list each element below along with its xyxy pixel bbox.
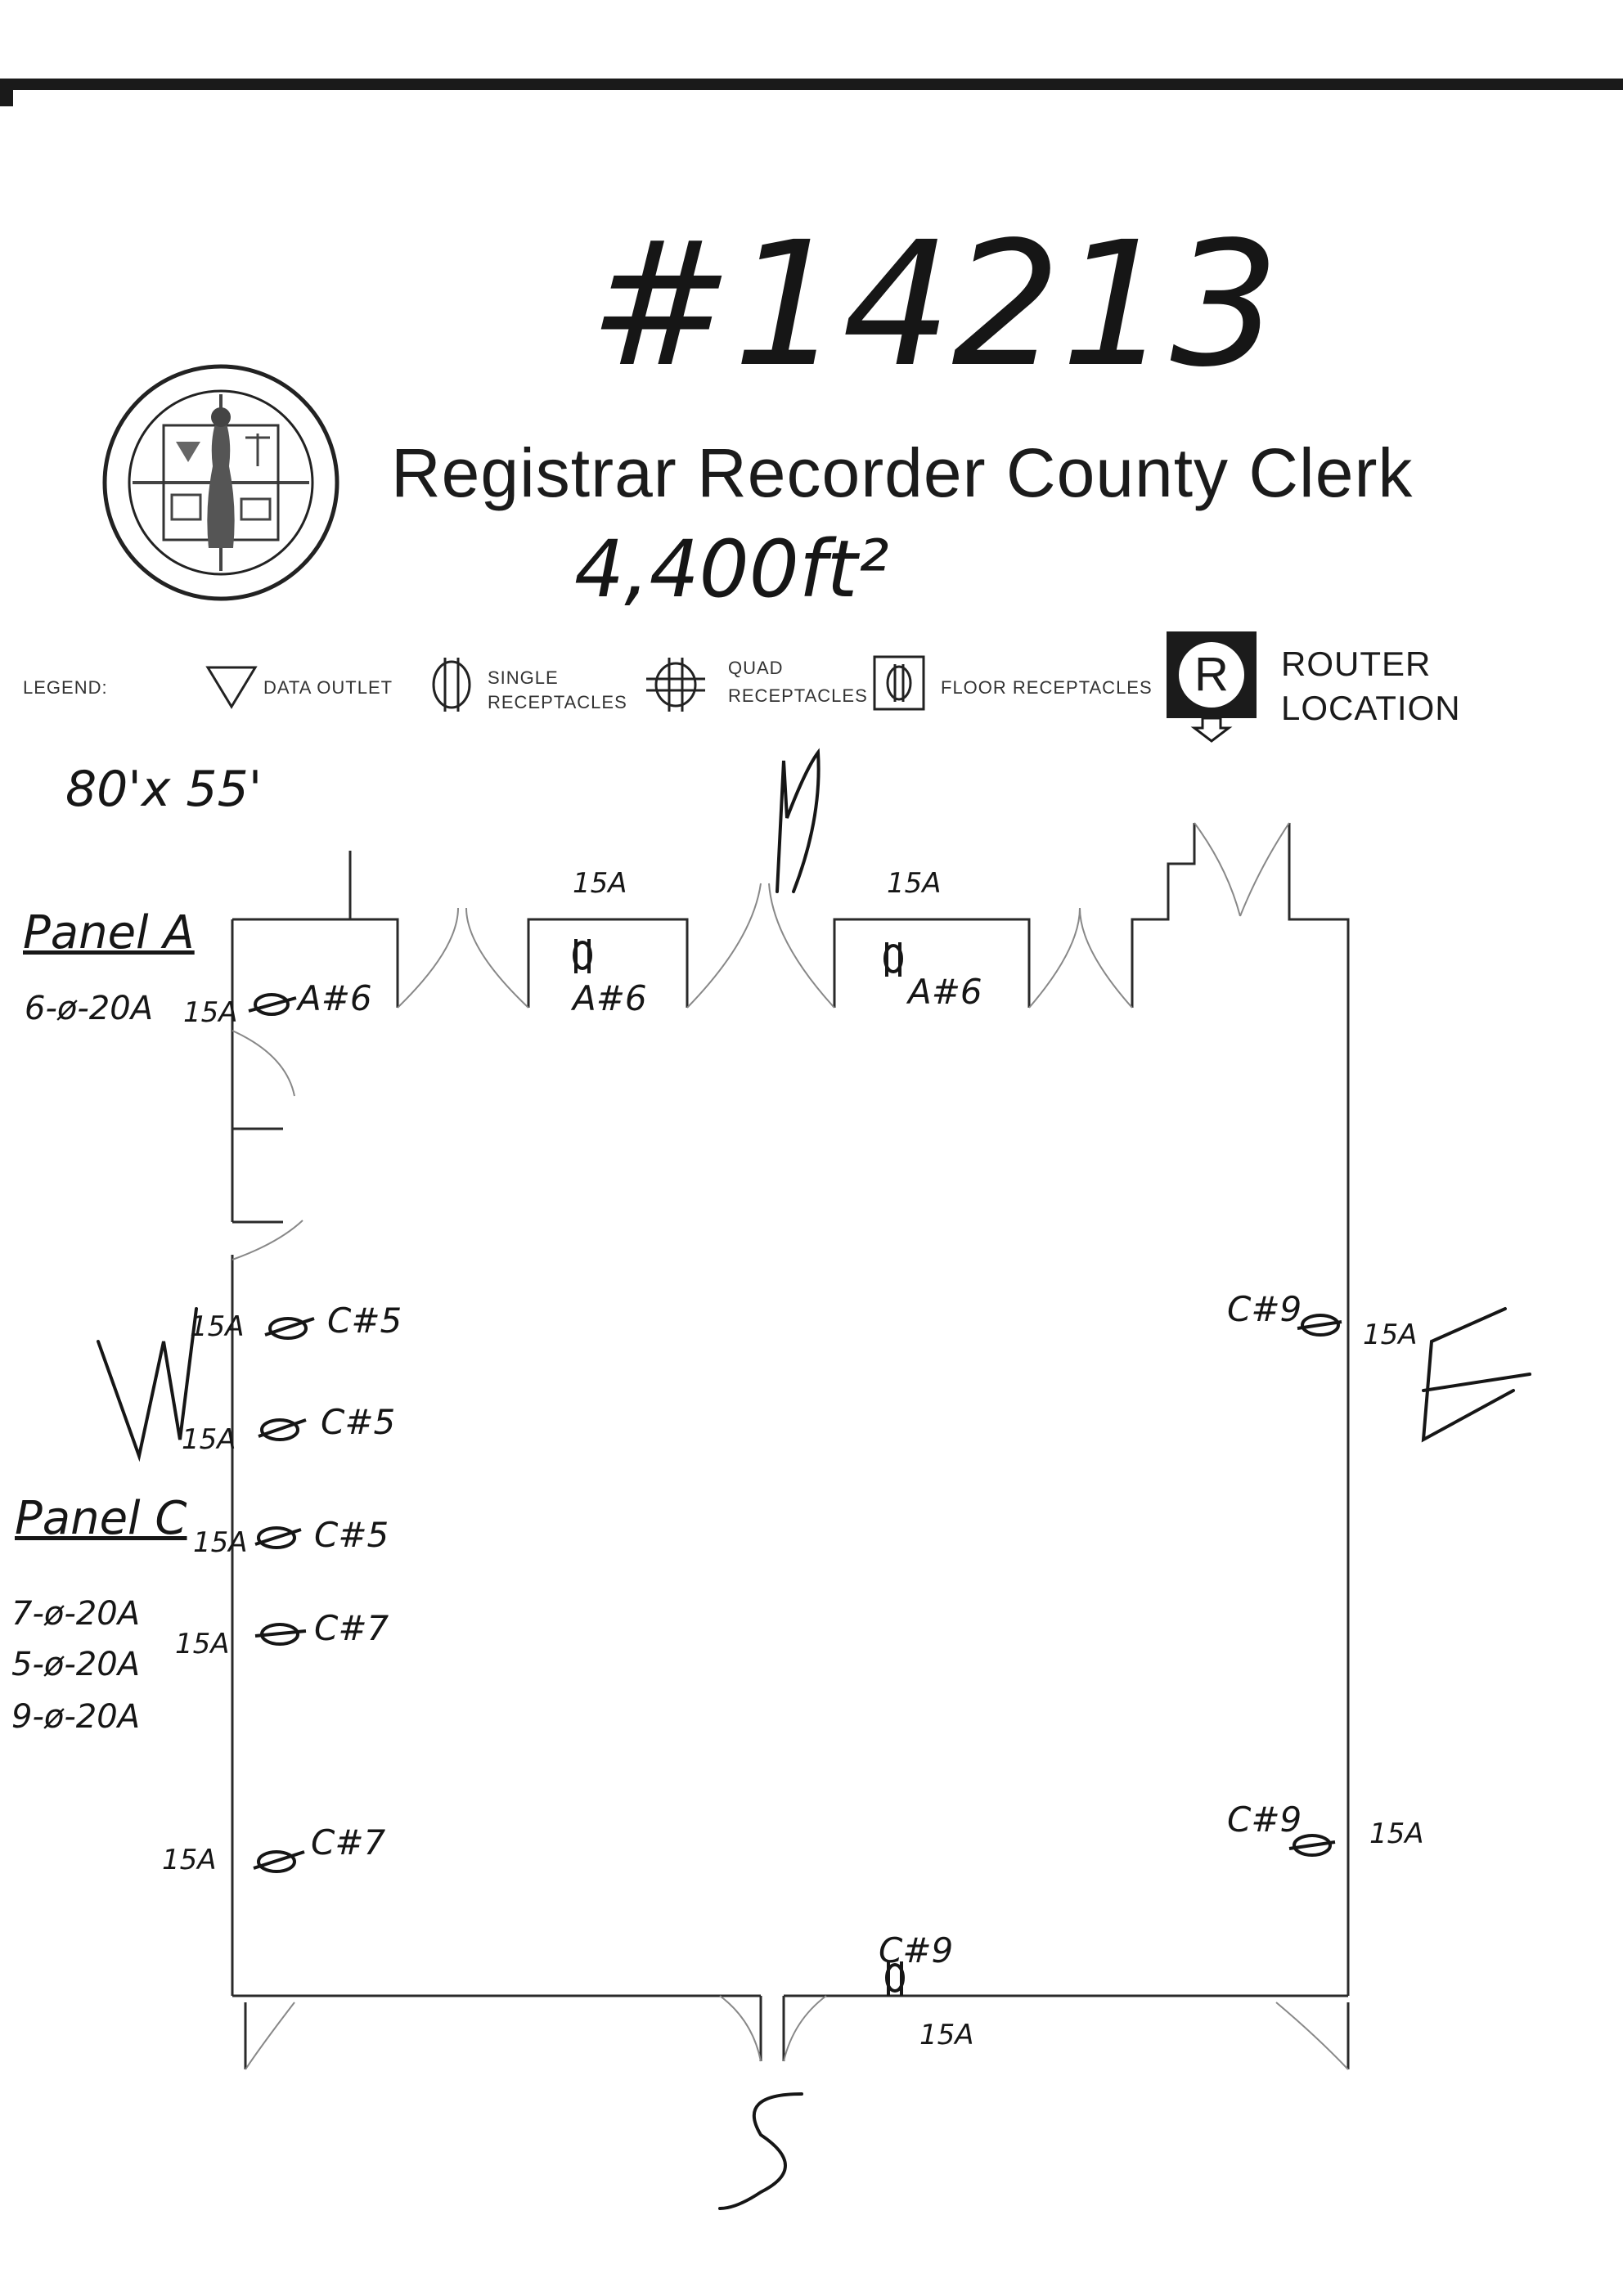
single-receptacle-icon <box>432 658 471 712</box>
outlet-symbol <box>254 993 290 1016</box>
outlet-amp: 15A <box>573 867 627 900</box>
outlet-amp: 15A <box>175 1628 230 1660</box>
legend-quad-label-2: RECEPTACLES <box>728 685 868 706</box>
panel-1c-circuit-1: 7-ø-20A <box>11 1595 141 1633</box>
panel-1c-circuit-3: 9-ø-20A <box>11 1698 141 1736</box>
outlet-amp: 15A <box>1369 1817 1424 1850</box>
page-title: Registrar Recorder County Clerk <box>391 434 1414 511</box>
outlet-amp: 15A <box>162 1844 217 1876</box>
outlet-amp: 15A <box>919 2019 974 2051</box>
panel-1a-title: Panel A <box>23 906 195 959</box>
scan-corner-mark <box>0 90 13 106</box>
outlet-amp: 15A <box>193 1526 248 1559</box>
south-mark <box>718 2092 803 2210</box>
data-outlet-triangle-icon <box>205 666 258 709</box>
legend: LEGEND: DATA OUTLET SINGLE RECEPTACLES Q… <box>0 622 1623 744</box>
compass-east: E <box>1440 1325 1441 1326</box>
outlet-circuit-label: A#6 <box>908 972 982 1012</box>
county-seal-icon <box>102 364 339 601</box>
router-label-2: LOCATION <box>1281 689 1461 727</box>
legend-data-outlet-label: DATA OUTLET <box>263 677 393 698</box>
outlet-circuit-label: C#7 <box>314 1608 389 1648</box>
scan-top-edge <box>0 79 1623 90</box>
outlet-amp: 15A <box>1363 1319 1418 1351</box>
outlet-amp: 15A <box>190 1310 245 1343</box>
panel-1c-circuit-2: 5-ø-20A <box>11 1646 141 1683</box>
outlet-amp: 15A <box>887 867 942 900</box>
floor-receptacle-icon <box>873 655 925 711</box>
north-mark <box>776 748 820 893</box>
outlet-circuit-label: C#5 <box>321 1402 396 1442</box>
quad-receptacle-icon <box>646 658 705 712</box>
outlet-circuit-label: A#6 <box>573 978 647 1018</box>
handwritten-dimensions: 80'x 55' <box>65 761 263 818</box>
handwritten-square-footage: 4,400ft² <box>574 523 889 615</box>
panel-1c-title: Panel C <box>15 1492 187 1545</box>
router-label-1: ROUTER <box>1281 645 1432 683</box>
outlet-circuit-label: C#9 <box>1227 1800 1302 1840</box>
west-mark <box>97 1307 198 1463</box>
outlet-circuit-label: C#5 <box>314 1515 389 1555</box>
legend-quad-label-1: QUAD <box>728 658 784 678</box>
outlet-amp: 15A <box>182 1423 236 1456</box>
outlet-circuit-label: C#7 <box>311 1822 386 1862</box>
compass-north: N <box>784 741 785 742</box>
outlet-circuit-label: C#5 <box>327 1301 402 1341</box>
handwritten-document-number: #14213 <box>589 204 1279 405</box>
outlet-amp: 15A <box>183 996 238 1029</box>
legend-single-label-2: RECEPTACLES <box>488 692 627 712</box>
legend-single-label-1: SINGLE <box>488 667 559 688</box>
outlet-circuit-label: C#9 <box>1227 1289 1302 1329</box>
legend-label: LEGEND: <box>23 677 108 698</box>
router-icon-letter: R <box>1194 648 1229 701</box>
outlet-circuit-label: A#6 <box>298 978 372 1018</box>
compass-south: S <box>736 2110 737 2111</box>
outlet-circuit-label: C#9 <box>879 1930 954 1970</box>
router-location-icon: R <box>1167 631 1257 743</box>
east-mark <box>1421 1307 1531 1443</box>
panel-1a-circuit: 6-ø-20A <box>25 990 154 1027</box>
legend-floor-label: FLOOR RECEPTACLES <box>941 677 1153 698</box>
